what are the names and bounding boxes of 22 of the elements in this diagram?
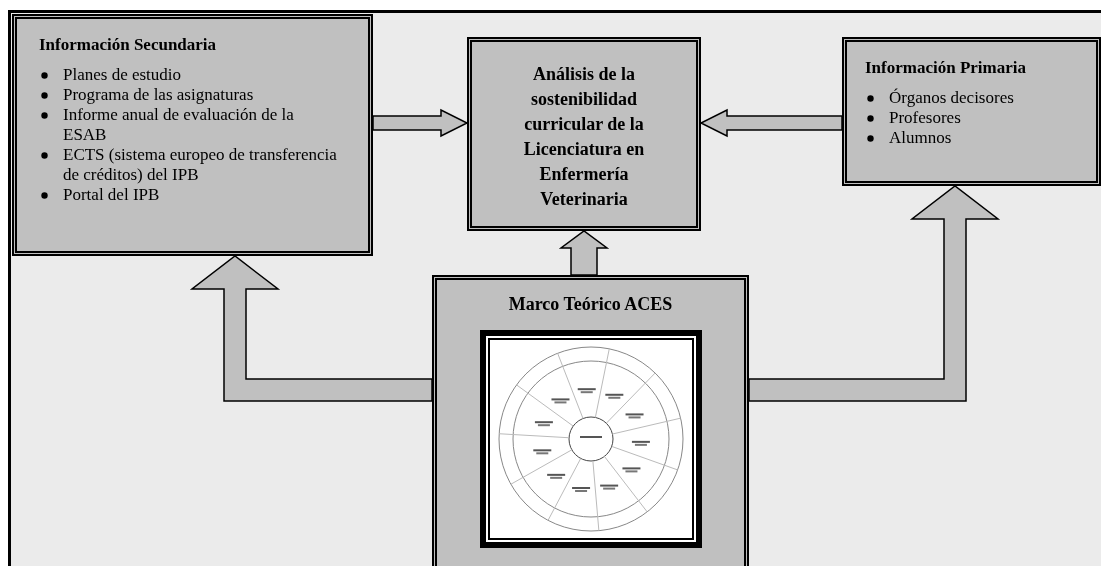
list-item: Programa de las asignaturas <box>39 85 338 105</box>
box-heading: Información Secundaria <box>39 35 218 55</box>
box-heading: Análisis de la sostenibilidad curricular de la Licenciatura en Enfermería Veterinaria <box>522 63 646 211</box>
list-item: Informe anual de evaluación de la ESAB <box>39 105 338 145</box>
block-arrow <box>189 255 433 402</box>
list-item: Profesores <box>865 108 1086 128</box>
block-arrow <box>748 185 1001 402</box>
process-box <box>467 37 701 231</box>
list-item: ECTS (sistema europeo de transferencia de créditos) del IPB <box>39 145 338 185</box>
box-heading: Marco Teórico ACES <box>507 293 674 316</box>
list-item: Órganos decisores <box>865 88 1086 108</box>
framework-box <box>432 275 749 566</box>
source-box <box>12 14 373 256</box>
block-arrow <box>699 108 843 138</box>
wheel-diagram-picture <box>480 330 702 548</box>
list-item: Planes de estudio <box>39 65 338 85</box>
block-arrow <box>558 230 610 276</box>
source-box <box>842 37 1101 186</box>
block-arrow <box>372 108 469 138</box>
list-item: Alumnos <box>865 128 1086 148</box>
box-heading: Información Primaria <box>865 58 1027 78</box>
list-item: Portal del IPB <box>39 185 338 205</box>
